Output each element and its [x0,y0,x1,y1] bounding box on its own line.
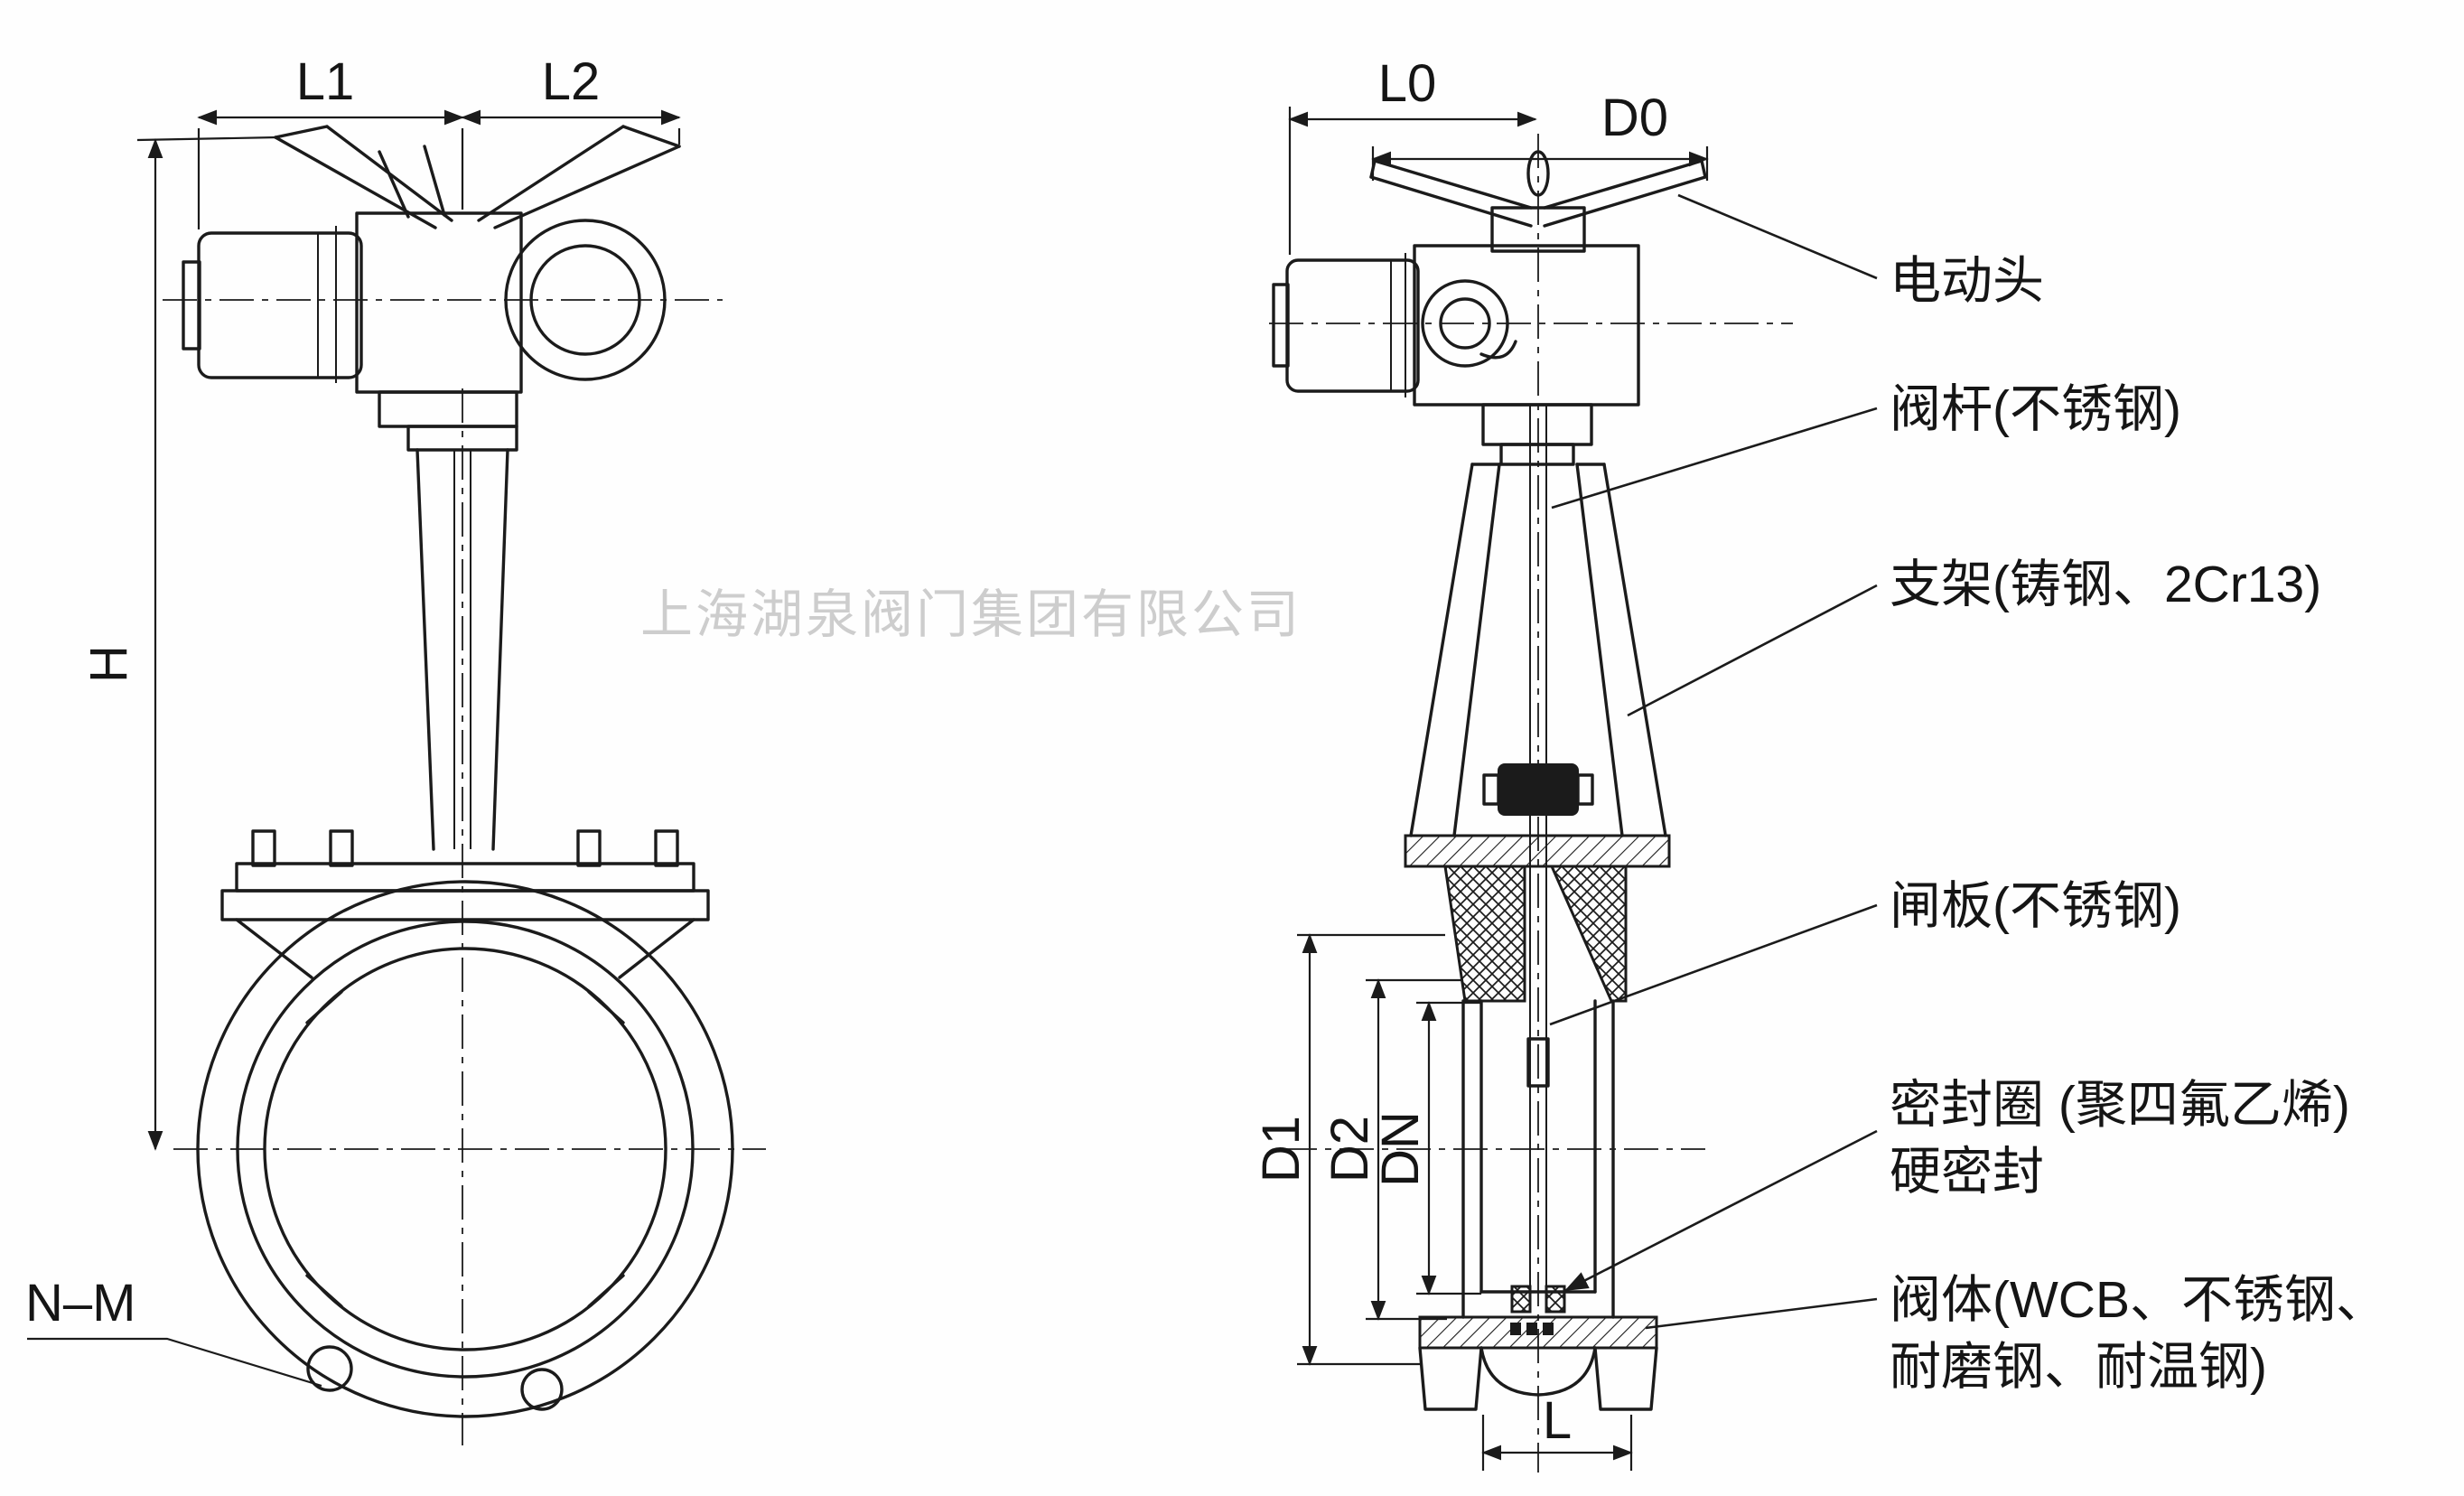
bolt-hole [520,1368,564,1411]
front-actuator [182,211,667,428]
front-actuator-fork [274,125,681,229]
side-view: L0 D0 D1 D2 DN L [1252,54,1793,1473]
side-yoke [1404,463,1671,868]
leader-gate [1549,903,1878,1026]
dim-label-l: L [1543,1391,1572,1450]
callout-stem: 阀杆(不锈钢) [1890,380,2181,438]
dim-label-nm: N–M [25,1274,135,1332]
leader-bracket [1627,584,1878,717]
callout-seal-line1: 密封圈 (聚四氟乙烯) [1890,1076,2350,1134]
front-view-centerlines [163,299,766,1445]
side-dimensions: L0 D0 D1 D2 DN L [1252,54,1709,1471]
bolt-hole [306,1345,353,1392]
dim-label-d0: D0 [1601,89,1668,147]
leader-body [1645,1297,1878,1330]
dim-label-l0: L0 [1378,54,1437,113]
front-valve-body [196,880,734,1418]
callout-actuator: 电动头 [1890,252,2044,310]
dim-label-h: H [79,645,138,683]
side-bonnet [1443,865,1628,1003]
watermark-text: 上海湖泉阀门集团有限公司 [640,585,1302,644]
callout-gate: 闸板(不锈钢) [1890,877,2181,935]
front-bonnet-flange [220,829,710,979]
side-actuator [1272,244,1640,466]
leader-stem [1551,407,1878,510]
side-stem [1529,405,1547,1312]
leader-actuator [1677,193,1878,280]
front-yoke-column [406,425,518,851]
callouts: 电动头 阀杆(不锈钢) 支架(铸钢、2Cr13) 闸板(不锈钢) 密封圈 (聚四… [1549,193,2387,1396]
dim-label-d1: D1 [1252,1116,1311,1183]
callout-body-line2: 耐磨钢、耐温钢) [1890,1338,2267,1396]
gate-plate [1526,1037,1550,1088]
dim-label-d2: D2 [1321,1116,1379,1183]
side-body [1418,999,1658,1411]
dim-label-l2: L2 [542,52,601,111]
dim-label-dn: DN [1371,1111,1430,1187]
seat-ring [1510,1285,1532,1314]
seat-ring [1545,1285,1566,1314]
stem-nut [1498,763,1579,816]
dim-label-l1: L1 [296,52,355,111]
callout-bracket: 支架(铸钢、2Cr13) [1890,556,2321,613]
callout-seal-line2: 硬密封 [1890,1143,2044,1201]
front-view: L1 L2 H N–M [25,52,766,1445]
side-actuator-fork [1369,150,1707,253]
front-dimensions: L1 L2 H N–M [25,52,681,1388]
leader-seal [1564,1129,1878,1292]
callout-body-line1: 阀体(WCB、不锈钢、 [1890,1271,2387,1329]
